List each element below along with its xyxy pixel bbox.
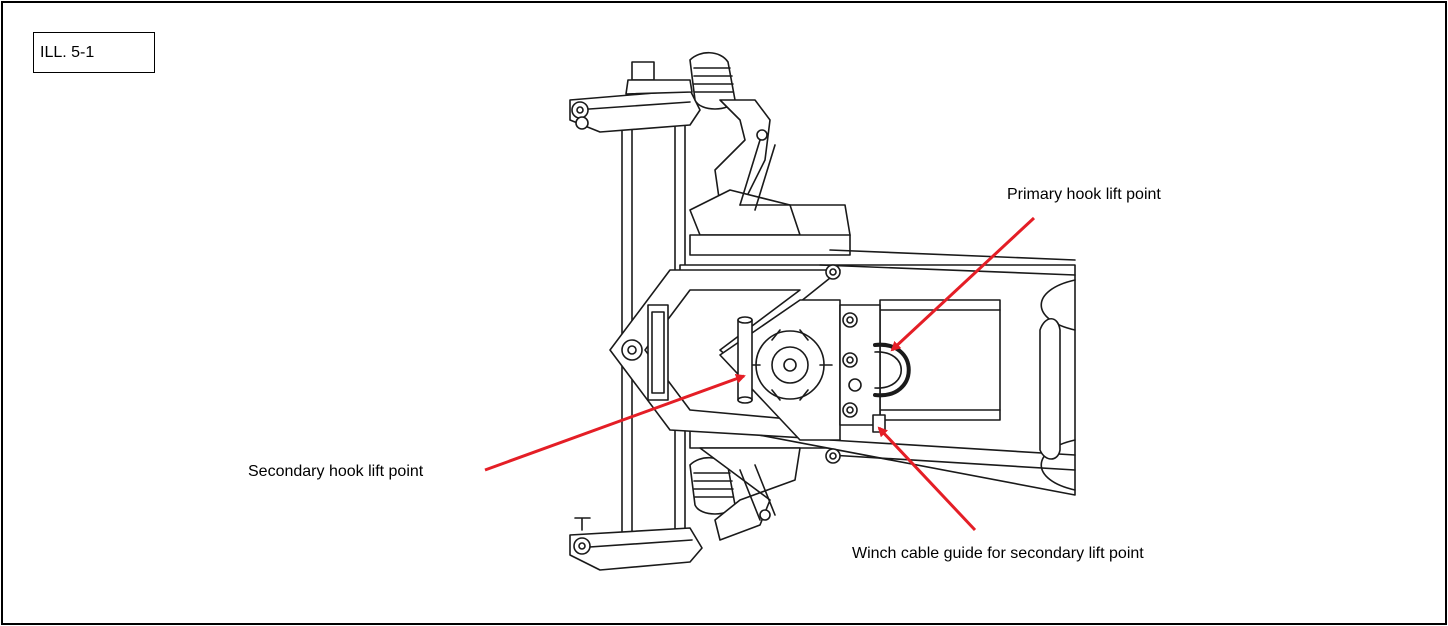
- arrow-secondary: [484, 374, 746, 472]
- figure-label: ILL. 5-1: [33, 32, 155, 73]
- primary-u-hook: [873, 342, 911, 398]
- arrow-winch: [877, 426, 977, 532]
- upper-brace: [689, 99, 851, 256]
- callout-primary-hook: Primary hook lift point: [1007, 186, 1161, 203]
- callout-winch-guide: Winch cable guide for secondary lift poi…: [852, 545, 1144, 562]
- secondary-pin: [737, 316, 753, 404]
- arrow-primary: [890, 216, 1036, 352]
- callout-secondary-hook: Secondary hook lift point: [248, 463, 424, 480]
